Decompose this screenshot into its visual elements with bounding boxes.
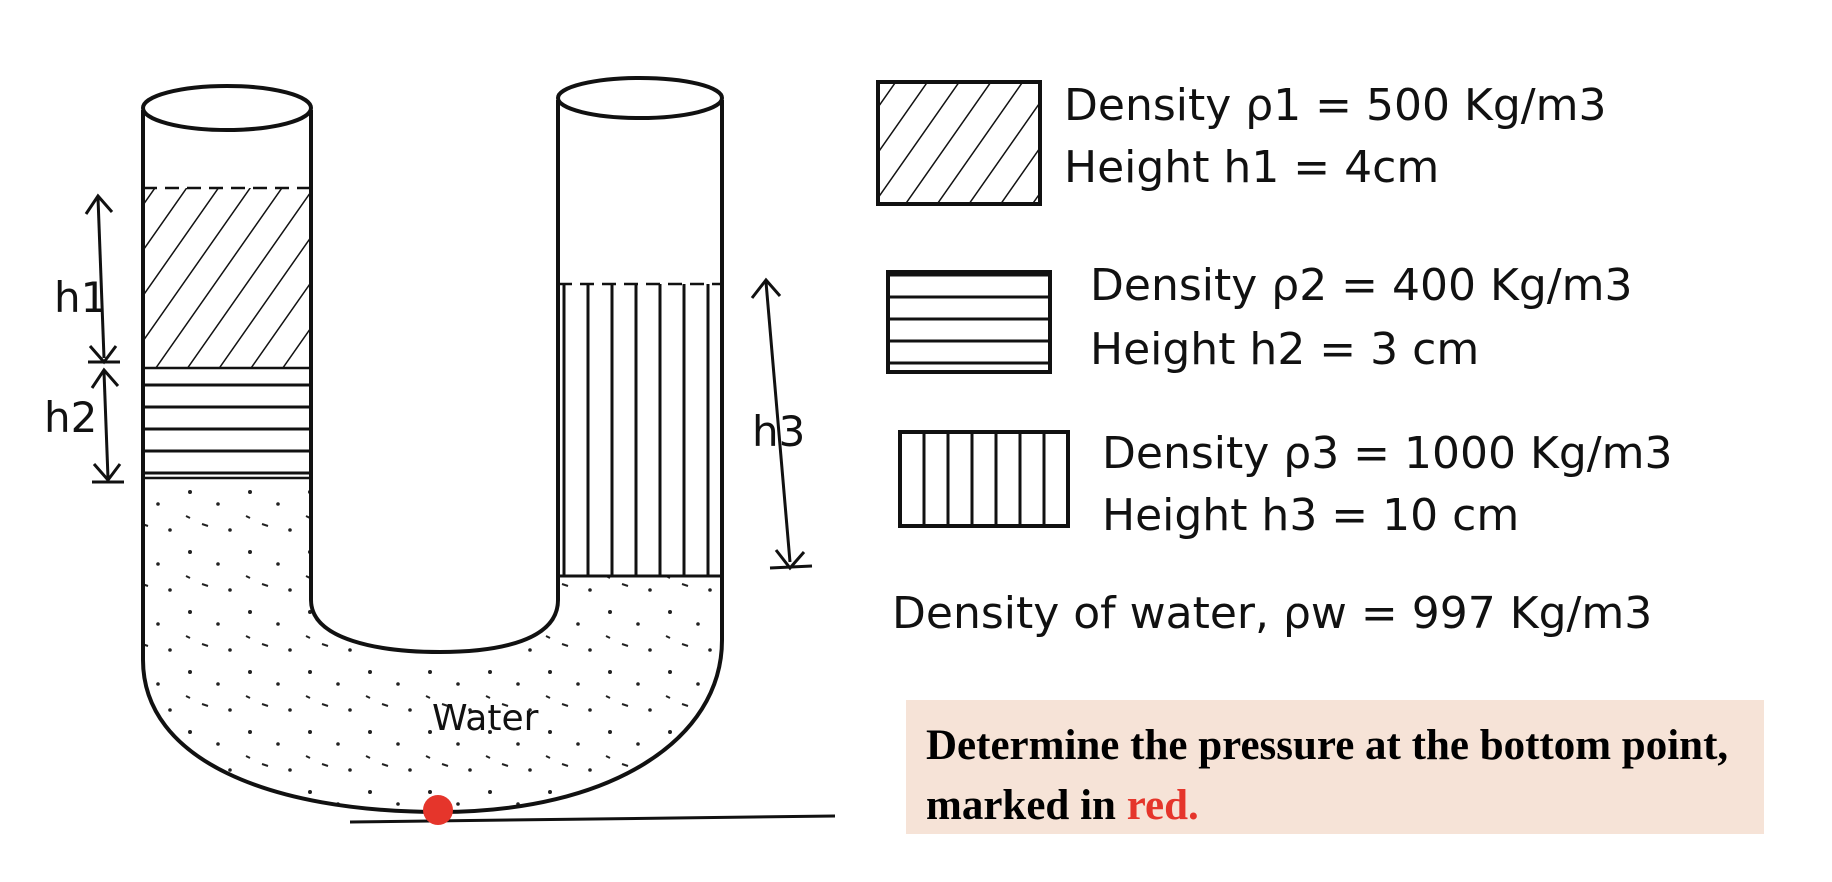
h2-dimension — [90, 367, 124, 484]
legend-swatch-diagonal — [876, 80, 1042, 206]
h1-label: h1 — [54, 273, 107, 322]
legend-3-height: Height h3 = 10 cm — [1102, 490, 1519, 541]
bottom-point-marker — [423, 795, 453, 825]
legend-swatch-vertical — [898, 430, 1070, 528]
legend-3-density: Density ρ3 = 1000 Kg/m3 — [1102, 428, 1672, 479]
question-box: Determine the pressure at the bottom poi… — [906, 700, 1764, 834]
question-text: Determine the pressure at the bottom poi… — [926, 722, 1729, 829]
fluid-2-layer — [143, 372, 311, 478]
fluid-3-layer — [558, 284, 722, 576]
legend-2-density: Density ρ2 = 400 Kg/m3 — [1090, 260, 1632, 311]
ground-line — [349, 814, 836, 824]
fluid-1-layer — [143, 188, 311, 368]
legend-swatch-horizontal — [886, 270, 1052, 374]
question-highlight: red. — [1126, 782, 1199, 829]
legend-1-height: Height h1 = 4cm — [1064, 142, 1439, 193]
h2-label: h2 — [44, 393, 97, 442]
h1-dimension — [84, 193, 120, 365]
water-density-label: Density of water, ρw = 997 Kg/m3 — [892, 588, 1652, 639]
water-fill — [143, 478, 722, 812]
left-opening — [141, 84, 313, 132]
legend-1-density: Density ρ1 = 500 Kg/m3 — [1064, 80, 1606, 131]
h3-label: h3 — [752, 407, 805, 456]
legend-2-height: Height h2 = 3 cm — [1090, 324, 1479, 375]
h3-dimension — [750, 277, 813, 571]
right-opening — [556, 76, 724, 120]
water-label: Water — [432, 698, 539, 739]
